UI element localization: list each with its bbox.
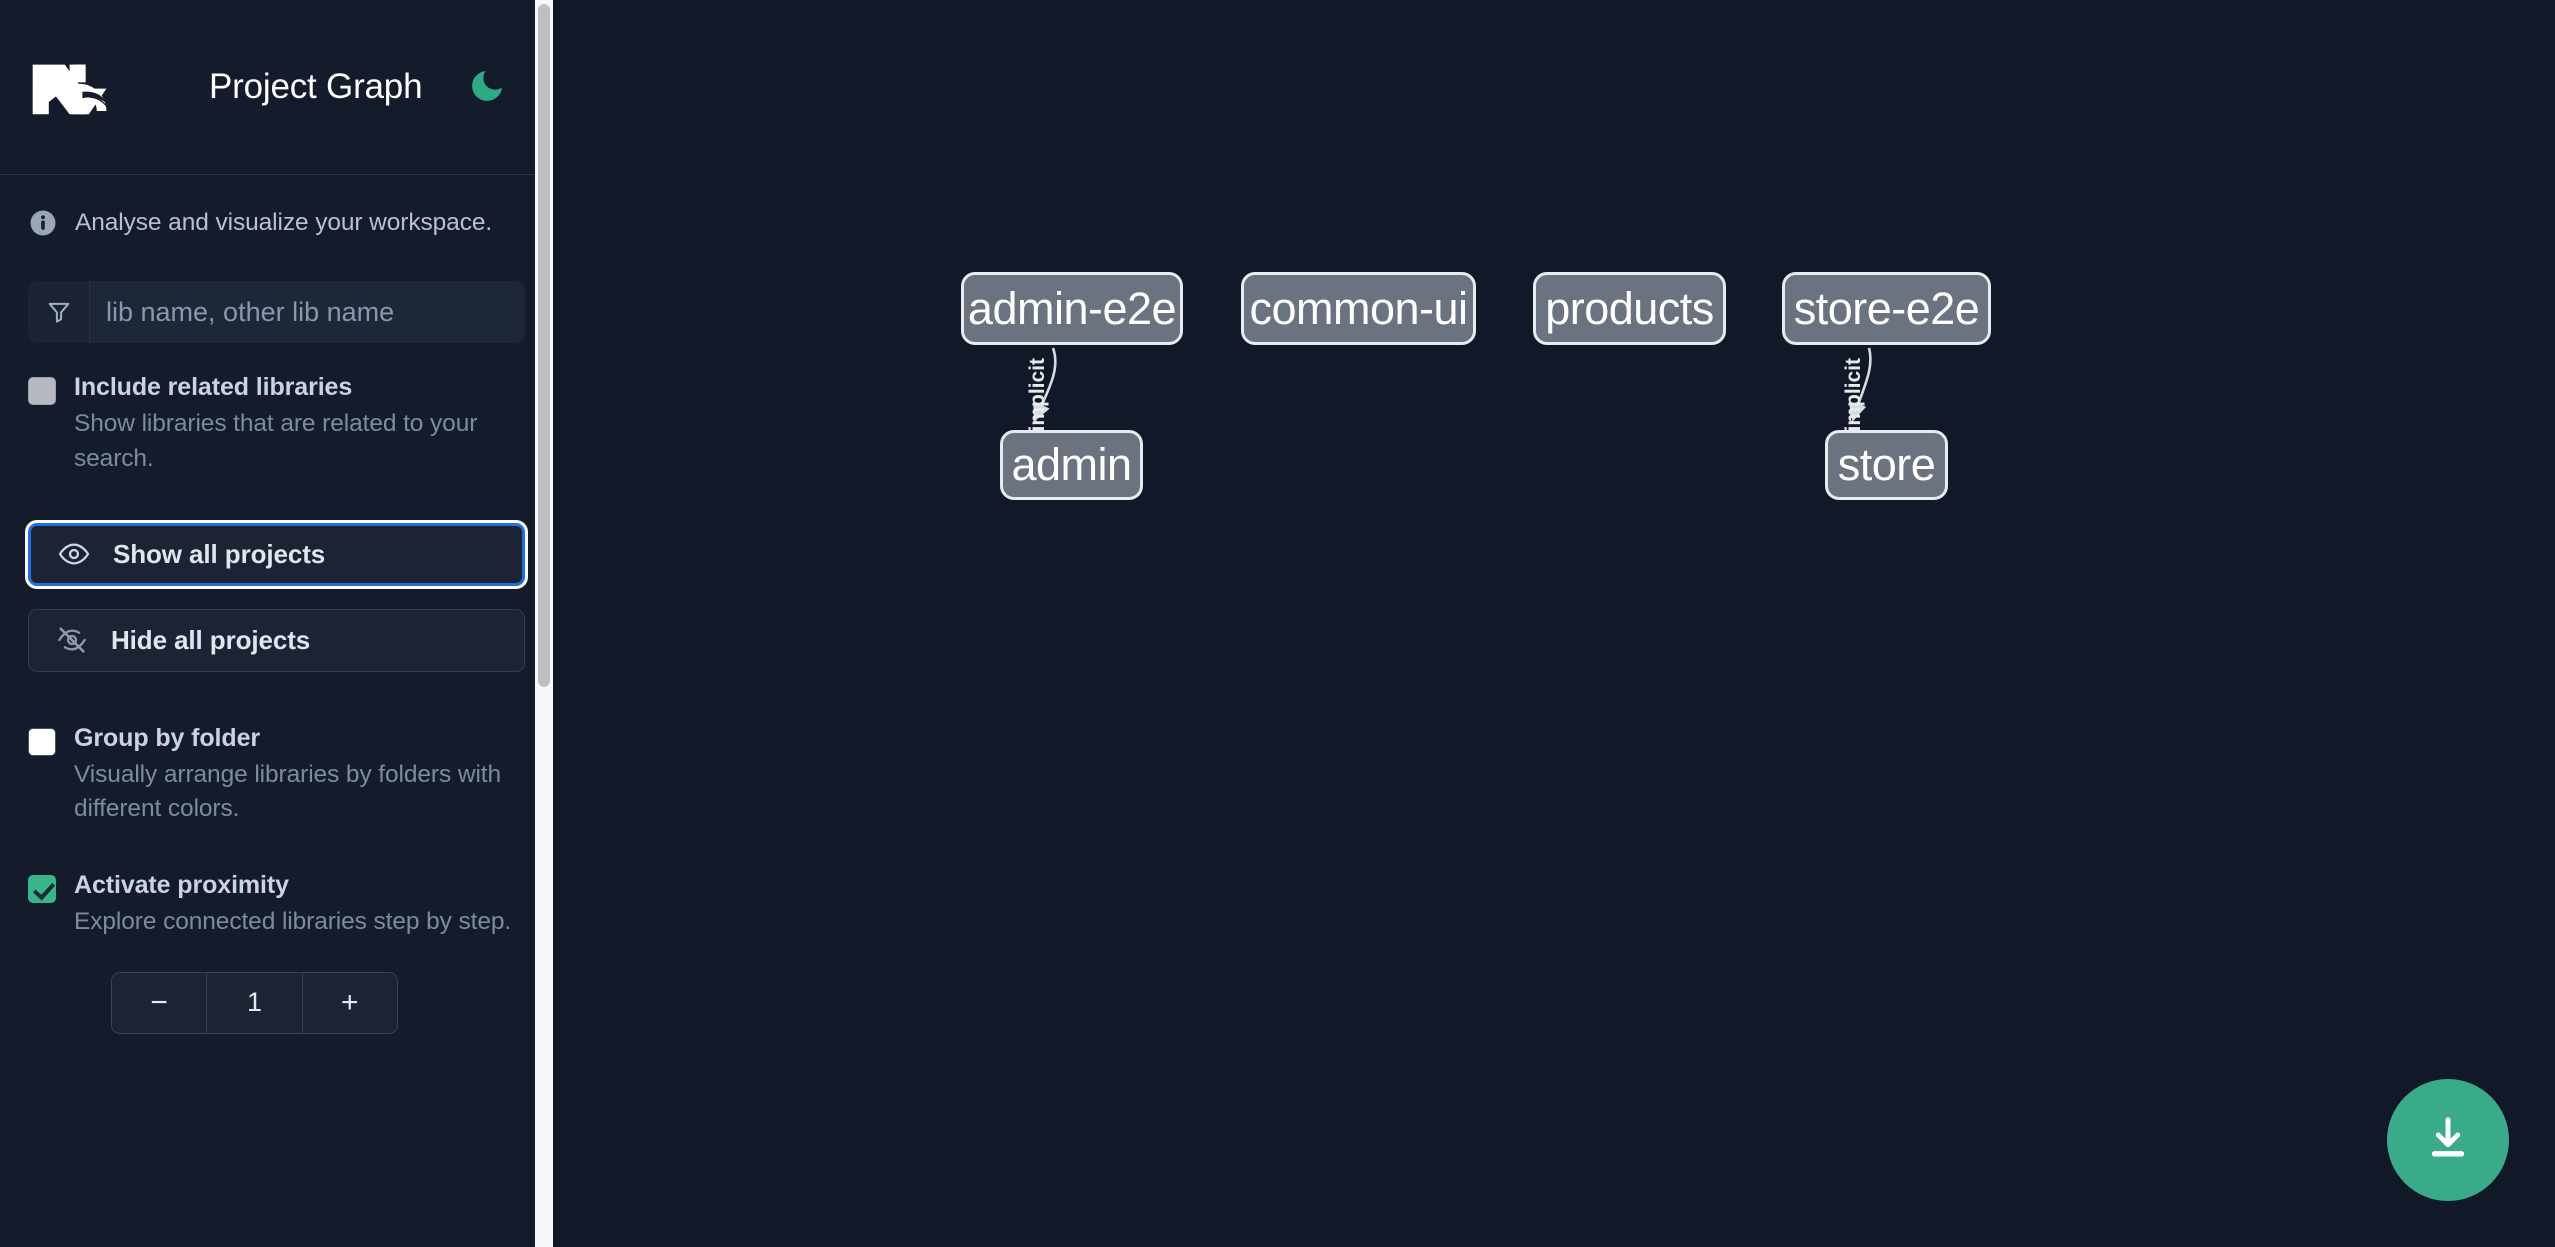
search-input[interactable] — [90, 281, 525, 343]
sidebar-scrollbar-thumb[interactable] — [538, 4, 550, 687]
graph-node-store-e2e[interactable]: store-e2e — [1782, 272, 1991, 345]
activate-proximity-checkbox[interactable] — [28, 875, 56, 904]
proximity-increment-button[interactable]: + — [302, 972, 397, 1033]
hide-all-projects-button[interactable]: Hide all projects — [28, 608, 525, 672]
sidebar-body: Analyse and visualize your workspace. In… — [0, 175, 553, 1034]
graph-node-admin[interactable]: admin — [1000, 430, 1143, 500]
option-description: Show libraries that are related to your … — [74, 410, 478, 472]
show-all-projects-label: Show all projects — [113, 538, 326, 569]
proximity-stepper: − 1 + — [111, 971, 398, 1034]
option-label: Activate proximity — [74, 871, 289, 900]
nx-logo — [28, 55, 124, 119]
include-related-libraries-checkbox[interactable] — [28, 377, 56, 405]
graph-node-store[interactable]: store — [1825, 430, 1948, 500]
sidebar-scrollbar[interactable] — [535, 0, 553, 1247]
graph-edges — [1033, 347, 1872, 422]
moon-icon — [467, 66, 507, 109]
eye-slash-icon — [55, 623, 89, 657]
graph-node-products[interactable]: products — [1533, 272, 1726, 345]
search-bar — [28, 281, 525, 343]
page-title: Project Graph — [209, 67, 423, 106]
download-icon — [2421, 1112, 2475, 1169]
proximity-decrement-button[interactable]: − — [112, 972, 208, 1033]
edge-label-store-implicit: implicit — [1842, 358, 1865, 432]
option-description: Visually arrange libraries by folders wi… — [74, 760, 502, 823]
proximity-value: 1 — [207, 972, 303, 1033]
download-button[interactable] — [2387, 1079, 2509, 1201]
option-label: Group by folder — [74, 723, 261, 752]
theme-toggle-button[interactable] — [464, 64, 510, 110]
graph-node-common-ui[interactable]: common-ui — [1241, 272, 1476, 345]
option-label: Include related libraries — [74, 373, 353, 401]
info-icon — [28, 208, 58, 238]
group-by-folder-checkbox[interactable] — [28, 727, 56, 756]
option-group-by-folder[interactable]: Group by folder Visually arrange librari… — [28, 722, 525, 828]
edge-label-admin-implicit: implicit — [1026, 358, 1049, 432]
option-description: Explore connected libraries step by step… — [74, 908, 512, 936]
sidebar: Project Graph Analyse and v — [0, 0, 553, 1247]
hide-all-projects-label: Hide all projects — [111, 624, 311, 655]
tagline-text: Analyse and visualize your workspace. — [75, 209, 493, 236]
project-graph-canvas[interactable]: implicit implicit admin-e2e common-ui pr… — [553, 0, 2555, 1247]
option-activate-proximity[interactable]: Activate proximity Explore connected lib… — [28, 869, 525, 940]
filter-icon — [28, 281, 90, 343]
show-all-projects-button[interactable]: Show all projects — [28, 522, 525, 586]
eye-icon — [57, 537, 91, 571]
graph-node-admin-e2e[interactable]: admin-e2e — [961, 272, 1183, 345]
sidebar-header: Project Graph — [0, 0, 553, 175]
option-include-related-libraries[interactable]: Include related libraries Show libraries… — [28, 371, 525, 477]
workspace-tagline: Analyse and visualize your workspace. — [28, 175, 525, 271]
